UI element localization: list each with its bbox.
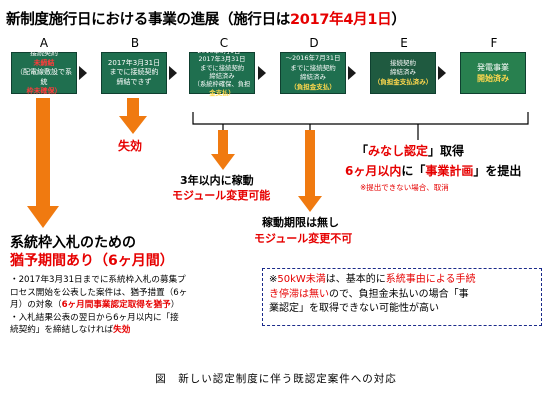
bullet-line: ・入札結果公表の翌日から6ヶ月以内に「接 (10, 312, 179, 323)
box-d-line: （負担金支払） (290, 82, 336, 91)
minashi-line2: 6ヶ月以内に「事業計画」を提出 (345, 162, 521, 179)
down-arrow-icon (211, 130, 235, 170)
box-e-line: 接続契約 (390, 58, 416, 67)
column-letter-c: C (219, 36, 229, 50)
minashi-text: 6ヶ月以内 (345, 164, 402, 178)
note-text: ※ (269, 274, 278, 285)
minashi-text: みなし認定 (368, 144, 429, 158)
minashi-line1: 「みなし認定」取得 (356, 142, 464, 159)
left-heading-line2: 猶予期間あり（6ヶ月間） (10, 253, 174, 269)
outcome-d-line1: 稼動期限は無し (262, 216, 339, 229)
chevron-right-icon (258, 66, 266, 80)
bullet-text: 失効 (113, 325, 131, 336)
box-c-line: 2017年3月31日 (198, 56, 246, 64)
chevron-right-icon (169, 66, 177, 80)
bullet-text: 6ヶ月間事業認定取得を猶予 (61, 300, 171, 311)
note-text: 系統事由による手続 (385, 274, 476, 285)
bullet-text: 続契約」を締結しなければ (10, 325, 114, 336)
down-arrow-icon (119, 98, 147, 134)
left-bullets: ・2017年3月31日までに系統枠入札の募集プ ロセス開始を公表した案件は、猶予… (10, 274, 255, 337)
down-arrow-icon (298, 130, 322, 212)
box-a-line: 未締結 (33, 58, 55, 67)
title-date: 2017年4月1日 (290, 12, 392, 28)
box-b-line: 2017年3月31日 (107, 58, 161, 67)
down-arrow-icon (27, 98, 59, 228)
column-letter-d: D (309, 36, 319, 50)
box-c-line: 2016年8月1日～ (197, 48, 247, 56)
outcome-c-line1: 3年以内に稼動 (180, 174, 254, 187)
minashi-text: 」取得 (428, 144, 465, 158)
note-text: ので、負担金未払いの場合「事 (329, 288, 469, 300)
column-letter-f: F (490, 36, 498, 50)
bullet-line: ・2017年3月31日までに系統枠入札の募集プ (10, 275, 186, 285)
note-box: ※50kW未満は、基本的に系統事由による手続 き停滞は無いので、負担金未払いの場… (262, 268, 542, 326)
title-prefix: 新制度施行日における事業の進展（施行日は (6, 12, 290, 28)
note-text: 業認定」を取得できない可能性が高い (269, 303, 439, 314)
column-letter-a: A (39, 36, 49, 50)
minashi-text: 」を提出 (473, 164, 522, 178)
box-a-line: 接続契約 (30, 49, 58, 58)
box-c-line: 金支払） (209, 89, 235, 97)
box-a-line: 枠未確保） (26, 87, 62, 96)
box-e-line: （負担金支払済み） (373, 77, 433, 86)
chevron-right-icon (79, 66, 87, 80)
minashi-note: ※提出できない場合、取消 (360, 183, 449, 192)
status-box-c: 2016年8月1日～ 2017年3月31日 までに接続契約 締結済み （系統枠確… (189, 48, 255, 97)
box-e-line: 締結済み (390, 68, 416, 77)
title-suffix: ） (391, 12, 406, 28)
box-d-line: ～2016年7月31日 (285, 54, 341, 62)
box-c-line: （系統枠確保、負担 (193, 81, 251, 89)
box-c-line: 締結済み (209, 73, 235, 80)
bullet-text: ） (170, 300, 180, 311)
box-b-line: 締結できず (116, 77, 152, 86)
chevron-right-icon (438, 66, 446, 80)
status-box-e: 接続契約 締結済み （負担金支払済み） (370, 52, 436, 94)
left-heading-line1: 系統枠入札のための (10, 235, 136, 251)
note-text: 50kW未満 (277, 274, 326, 285)
box-f-line: 発電事業 (477, 63, 509, 72)
note-text: は、基本的に (325, 274, 386, 285)
status-box-a: 接続契約 未締結 （配電線敷設で系統 枠未確保） (11, 49, 77, 96)
box-b-line: までに接続契約 (109, 68, 159, 77)
status-box-b: 2017年3月31日 までに接続契約 締結できず (101, 52, 167, 94)
box-c-line: までに接続契約 (199, 64, 245, 72)
status-box-d: ～2016年7月31日 までに接続契約 締結済み （負担金支払） (280, 52, 346, 94)
group-bracket (192, 112, 529, 125)
outcome-d-line2: モジュール変更不可 (254, 232, 353, 245)
status-box-f: 発電事業 開始済み (460, 52, 526, 94)
outcome-c-line2: モジュール変更可能 (172, 189, 271, 202)
box-f-line: 開始済み (477, 74, 509, 83)
diagram-title: 新制度施行日における事業の進展（施行日は2017年4月1日） (6, 8, 406, 29)
outcome-b-label: 失効 (118, 139, 143, 153)
chevron-right-icon (348, 66, 356, 80)
box-d-line: 締結済み (300, 73, 326, 81)
minashi-text: に「 (401, 164, 426, 178)
minashi-text: 事業計画 (425, 164, 474, 178)
column-letter-e: E (400, 36, 408, 50)
bullet-text: 月）の対象（ (10, 300, 62, 311)
bullet-line: ロセス開始を公表した案件は、猶予措置（6ヶ (10, 287, 188, 298)
column-letter-b: B (130, 36, 140, 50)
minashi-text: 「 (356, 144, 369, 158)
note-text: き停滞は無い (269, 288, 329, 300)
box-a-line: （配電線敷設で系統 (16, 68, 72, 86)
box-d-line: までに接続契約 (290, 63, 336, 72)
figure-caption: 図 新しい認定制度に伴う既認定案件への対応 (155, 373, 397, 385)
